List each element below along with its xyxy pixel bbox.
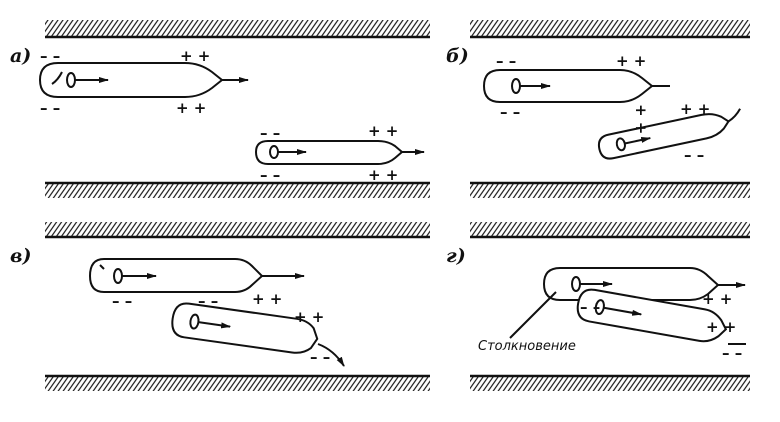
minus-sign: – –	[260, 166, 280, 184]
plus-sign: + +	[180, 47, 210, 65]
plus-sign: + +	[252, 290, 282, 308]
minus-sign: – –	[40, 99, 60, 117]
plus-sign: + +	[368, 122, 398, 140]
wall-v-bottom	[45, 374, 430, 391]
minus-sign: – –	[198, 292, 218, 310]
minus-sign: – –	[500, 103, 520, 121]
ship-a-small	[254, 140, 425, 165]
minus-sign: – –	[260, 124, 280, 142]
minus-sign: – –	[40, 47, 60, 65]
arrow-icon	[198, 321, 232, 329]
plus-sign: + +	[702, 290, 732, 308]
plus-sign: + +	[294, 308, 324, 326]
plus-sign: + +	[616, 52, 646, 70]
minus-sign: – –	[496, 52, 516, 70]
wall-b-bottom	[470, 181, 750, 198]
collision-label: Столкновение	[478, 339, 576, 354]
ship-v-small	[171, 302, 319, 354]
wake-icon	[51, 71, 63, 85]
minus-sign: – –	[684, 146, 704, 164]
plus-sign: + +	[176, 99, 206, 117]
heading-arrow-icon	[317, 343, 345, 367]
wall-g-top	[470, 222, 750, 239]
wall-a-top	[45, 20, 430, 39]
wake-icon	[99, 264, 105, 270]
panel-label-a: а)	[10, 45, 31, 67]
wall-a-bottom	[45, 181, 430, 198]
arrow-icon	[624, 137, 652, 145]
wall-b-top	[470, 20, 750, 39]
plus-sign: + +	[680, 100, 710, 118]
arrow-icon	[603, 306, 643, 316]
ship-b-small	[597, 108, 741, 160]
wall-g-bottom	[470, 374, 750, 391]
ship-b-large	[482, 69, 670, 103]
minus-sign: – –	[580, 298, 600, 316]
plus-sign: + +	[368, 166, 398, 184]
minus-sign: – –	[112, 292, 132, 310]
minus-sign: – –	[310, 348, 330, 366]
wake-icon	[727, 108, 741, 123]
ship-a-large	[38, 62, 249, 98]
plus-sign: + +	[632, 104, 650, 134]
panel-label-b: б)	[446, 45, 469, 67]
collision-leader-line	[509, 291, 557, 339]
plus-sign: + +	[706, 318, 736, 336]
panel-label-g: г)	[446, 245, 466, 267]
minus-sign: – –	[722, 344, 742, 362]
ship-g-small	[576, 288, 728, 343]
wall-v-top	[45, 222, 430, 239]
panel-label-v: в)	[10, 245, 31, 267]
ship-v-large	[88, 258, 305, 293]
